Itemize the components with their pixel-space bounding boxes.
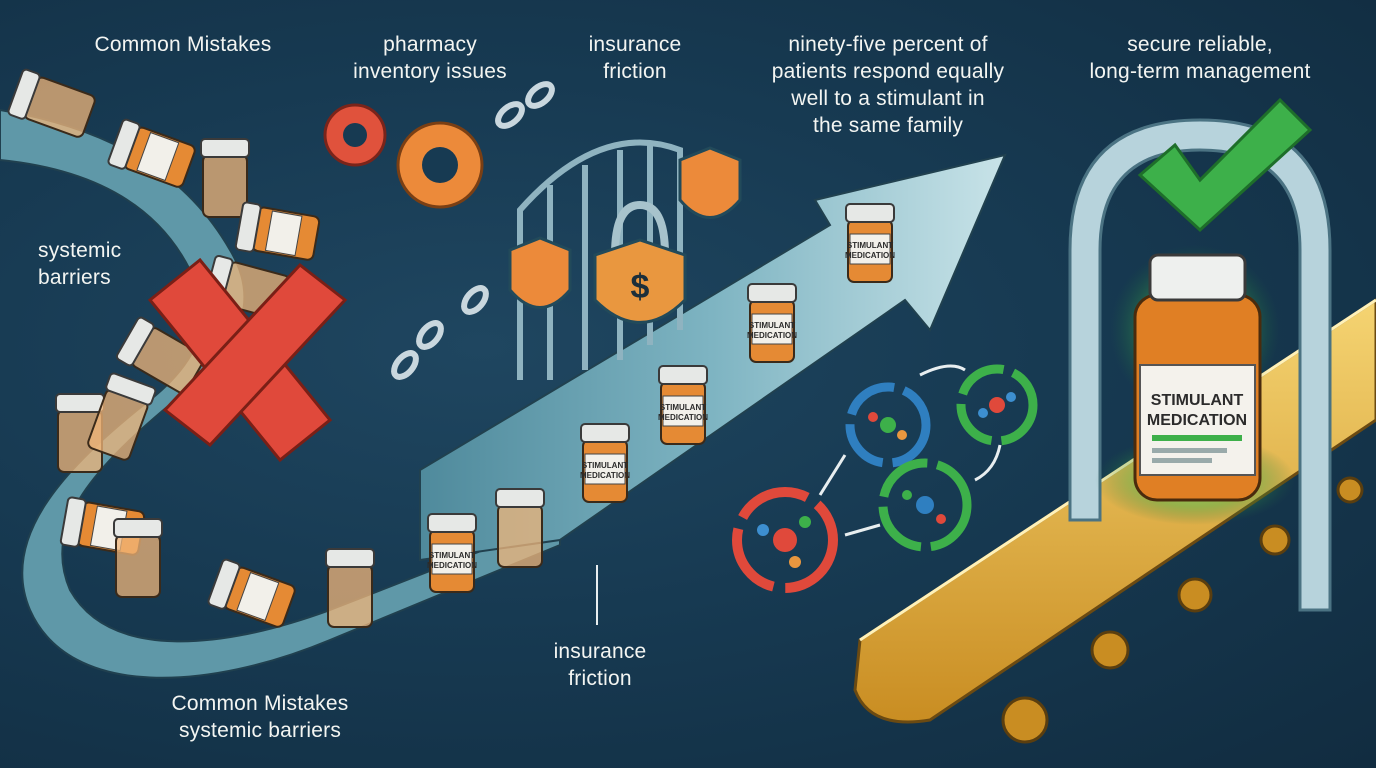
label-systemic-barriers-left: systemic barriers <box>38 239 122 289</box>
shield-icon <box>508 146 742 309</box>
arch-gate-icon <box>1068 118 1332 612</box>
bottle-label-1: STIMULANT <box>429 551 475 560</box>
conveyor-belt-icon <box>853 298 1376 744</box>
lock-icon: $ <box>593 200 687 324</box>
arrow-bottles: STIMULANT MEDICATION STIMULANT MEDICATIO… <box>427 203 895 593</box>
label-common-mistakes-systemic: Common Mistakes systemic barriers <box>171 692 349 742</box>
molecule-icon <box>732 364 1038 593</box>
bottle-label-2: MEDICATION <box>427 561 477 570</box>
broken-chain-icon <box>391 81 555 380</box>
label-secure-management: secure reliable, long-term management <box>1089 33 1311 83</box>
label-insurance-friction-top: insurance friction <box>588 33 682 83</box>
label-common-mistakes-top: Common Mistakes <box>94 33 272 56</box>
big-bottle-label-1: STIMULANT <box>1151 392 1244 409</box>
label-pharmacy-inventory: pharmacy inventory issues <box>353 33 507 83</box>
bottle-label-3: STIMULANT <box>582 461 628 470</box>
x-mark-icon <box>147 257 348 463</box>
pill-bottle-icon: STIMULANT MEDICATION <box>1095 245 1295 525</box>
gear-icon <box>323 103 484 209</box>
bottle-label-9: STIMULANT <box>847 241 893 250</box>
checkmark-icon <box>1137 97 1313 233</box>
bottle-label-8: MEDICATION <box>747 331 797 340</box>
bottle-label-4: MEDICATION <box>580 471 630 480</box>
bottle-label-10: MEDICATION <box>845 251 895 260</box>
bottle-label-5: STIMULANT <box>660 403 706 412</box>
lock-dollar-symbol: $ <box>631 268 650 306</box>
bottle-label-6: MEDICATION <box>658 413 708 422</box>
label-ninety-five-percent: ninety-five percent of patients respond … <box>771 33 1005 137</box>
bottle-label-7: STIMULANT <box>749 321 795 330</box>
big-bottle-label-2: MEDICATION <box>1147 412 1247 429</box>
label-insurance-friction-bottom: insurance friction <box>553 640 647 690</box>
